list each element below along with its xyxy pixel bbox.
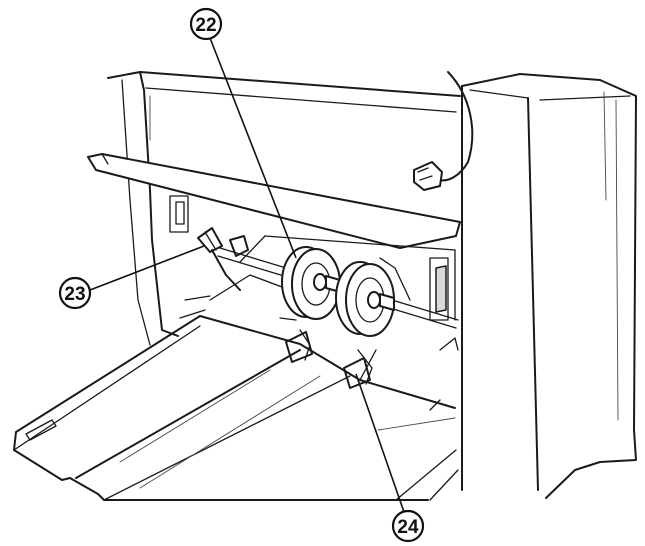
callout-label-24: 24 [397,517,419,538]
leader-line-22 [209,37,297,259]
paper-rollers [281,246,395,337]
callout-23: 23 [58,276,92,310]
leader-line-23 [89,245,205,291]
callout-24: 24 [391,509,425,543]
callout-label-23: 23 [64,284,85,305]
callout-label-22: 22 [195,15,216,36]
right-cabinet [461,73,637,499]
left-side-frame [107,71,461,346]
callout-22: 22 [189,7,223,41]
inner-compartment [209,235,459,411]
leader-line-24 [355,373,405,513]
feed-tray [13,315,459,501]
release-lever [197,227,249,291]
power-cable [413,71,474,191]
